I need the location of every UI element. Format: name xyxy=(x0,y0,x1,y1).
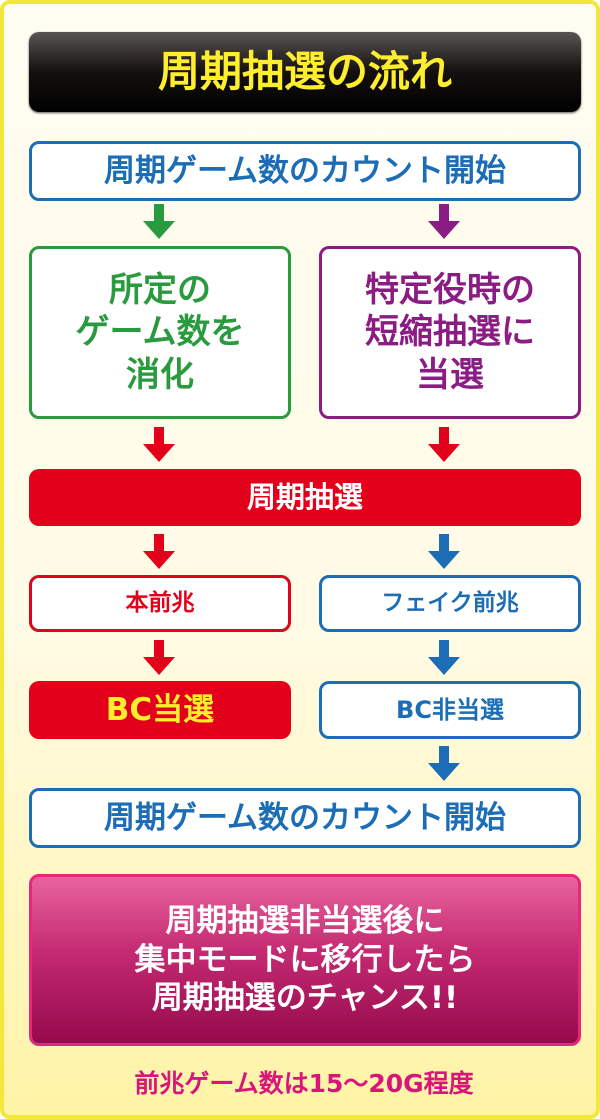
games-consumed-box: 所定の ゲーム数を 消化 xyxy=(29,246,291,419)
chance-note-box: 周期抽選非当選後に 集中モードに移行したら 周期抽選のチャンス!! xyxy=(29,874,581,1046)
real-omen-box: 本前兆 xyxy=(29,575,291,632)
shortening-lottery-box: 特定役時の 短縮抽選に 当選 xyxy=(319,246,581,419)
count-restart-box: 周期ゲーム数のカウント開始 xyxy=(29,788,581,848)
fake-omen-box: フェイク前兆 xyxy=(319,575,581,632)
count-start-box: 周期ゲーム数のカウント開始 xyxy=(29,141,581,201)
bc-win-box: BC当選 xyxy=(29,681,291,739)
bc-lose-box: BC非当選 xyxy=(319,681,581,739)
diagram-title: 周期抽選の流れ xyxy=(29,32,581,112)
omen-games-note: 前兆ゲーム数は15〜20G程度 xyxy=(134,1069,474,1098)
cycle-lottery-bar: 周期抽選 xyxy=(29,469,581,526)
